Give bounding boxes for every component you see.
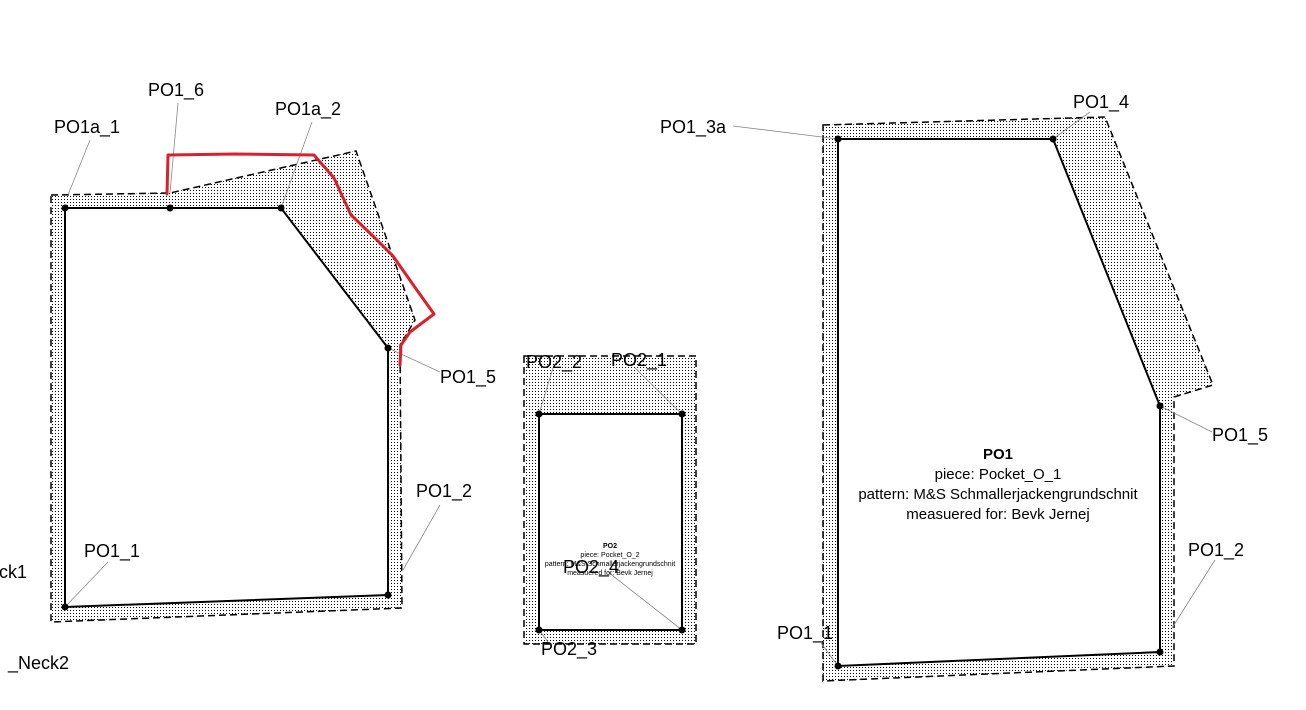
- piece-measured-po2: measuered for: Bevk Jernej: [567, 570, 653, 577]
- points-right: [834, 135, 1164, 670]
- leader-lines-right: [732, 111, 1216, 667]
- label-po1_3a: PO1_3a: [660, 117, 727, 138]
- label-po2_2: PO2_2: [526, 352, 582, 373]
- points-left: [61, 204, 392, 611]
- label-po1_1-right: PO1_1: [777, 623, 833, 644]
- label-po1_6: PO1_6: [148, 80, 204, 101]
- point-po2_4: [678, 626, 686, 634]
- point-po1_5-right: [1156, 402, 1164, 410]
- label-po1_1-left: PO1_1: [84, 541, 140, 562]
- point-po2_3: [535, 626, 543, 634]
- pattern-piece-middle[interactable]: PO2 piece: Pocket_O_2 pattern: M&S Schma…: [523, 350, 697, 660]
- label-neck2: _Neck2: [7, 653, 69, 674]
- piece-type-po2: piece: Pocket_O_2: [580, 552, 639, 559]
- label-po1_2-right: PO1_2: [1188, 540, 1244, 561]
- label-po2_4: PO2_4: [563, 557, 619, 578]
- leader-lines-middle: [538, 367, 683, 643]
- point-po1_1: [61, 603, 69, 611]
- point-po1_2-right: [1156, 648, 1164, 656]
- label-neck1: ck1: [0, 562, 27, 582]
- point-po1_2: [384, 591, 392, 599]
- label-po1_2-left: PO1_2: [416, 481, 472, 502]
- point-po1_3a: [834, 135, 842, 143]
- piece-measured-po1: measuered for: Bevk Jernej: [906, 506, 1089, 523]
- label-po1a_1: PO1a_1: [54, 117, 120, 138]
- label-po1_4: PO1_4: [1073, 92, 1129, 113]
- pattern-piece-left[interactable]: PO1a_1 PO1_6 PO1a_2 PO1_5 PO1_2 PO1_1 ck…: [0, 80, 496, 674]
- label-po2_3: PO2_3: [541, 639, 597, 660]
- point-po2_2: [535, 410, 543, 418]
- point-po1_4: [1049, 135, 1057, 143]
- point-po1a_2: [277, 204, 285, 212]
- leader-lines-left: [64, 102, 441, 608]
- label-po1_5-left: PO1_5: [440, 367, 496, 388]
- cut-line-right: [837, 138, 1161, 668]
- points-middle: [535, 410, 686, 634]
- red-annotation-stroke: [165, 152, 436, 367]
- piece-pattern-po2: pattern: M&S Schmallerjackengrundschnit: [545, 561, 675, 568]
- label-po1_5-right: PO1_5: [1212, 425, 1268, 446]
- point-po1_5: [384, 344, 392, 352]
- piece-info-right: PO1 piece: Pocket_O_1 pattern: M&S Schma…: [858, 446, 1138, 523]
- point-po2_1: [678, 410, 686, 418]
- point-po1_6: [166, 204, 174, 212]
- point-po1a_1: [61, 204, 69, 212]
- pattern-piece-right[interactable]: PO1 piece: Pocket_O_1 pattern: M&S Schma…: [660, 92, 1268, 682]
- label-po1a_2: PO1a_2: [275, 99, 341, 120]
- piece-type-po1: piece: Pocket_O_1: [935, 466, 1062, 483]
- piece-name-po1: PO1: [983, 446, 1013, 463]
- piece-pattern-po1: pattern: M&S Schmallerjackengrundschnit: [858, 486, 1138, 503]
- piece-info-middle: PO2 piece: Pocket_O_2 pattern: M&S Schma…: [545, 543, 675, 577]
- cut-line-middle: [538, 413, 683, 631]
- piece-name-po2: PO2: [603, 543, 617, 550]
- point-po1_1-right: [834, 662, 842, 670]
- label-po2_1: PO2_1: [611, 350, 667, 371]
